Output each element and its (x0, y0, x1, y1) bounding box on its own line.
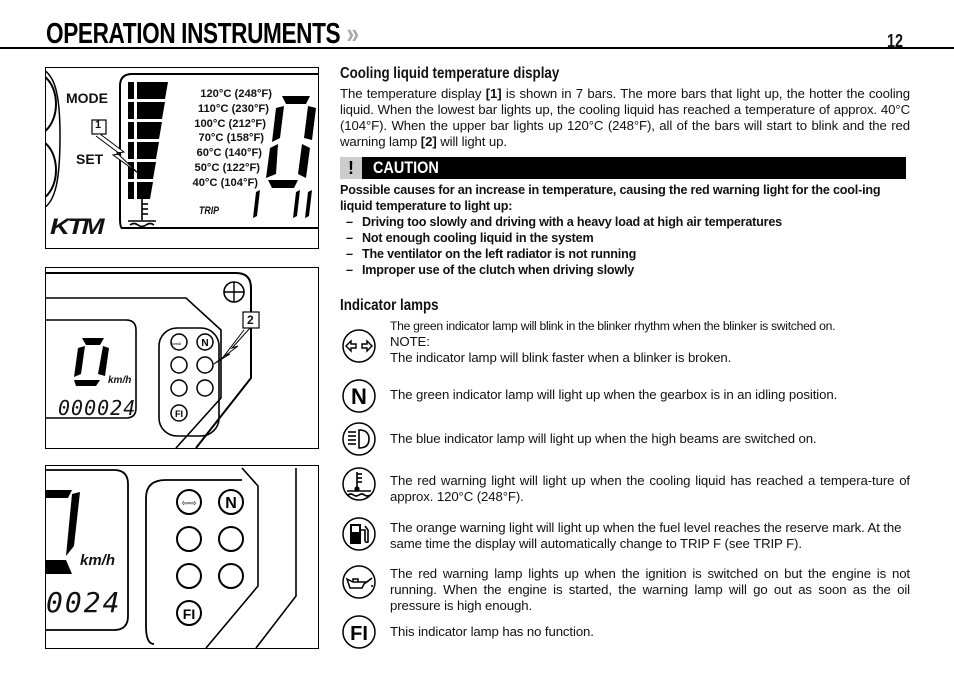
svg-text:⇦⇨: ⇦⇨ (170, 341, 182, 348)
svg-text:FI: FI (350, 623, 368, 645)
temp-label: 60°C (140°F) (196, 147, 262, 160)
figure-indicator-cluster: ⇦⇨ N FI km/h 000024 2 (45, 267, 319, 449)
set-button-label: SET (76, 151, 104, 167)
ktm-logo: KTM (50, 214, 105, 239)
odometer: 000024 (58, 396, 137, 420)
warning-icon: ! (340, 157, 362, 179)
caution-body: Possible causes for an increase in tempe… (340, 182, 910, 278)
figure-indicator-lamps-detail: ⇦⇨ N FI km/h 0024 (45, 465, 319, 649)
ref-1: [1] (485, 86, 502, 101)
coolant-temperature-icon (342, 467, 376, 501)
svg-text:N: N (225, 495, 237, 512)
callout-2: 2 (247, 313, 254, 327)
caution-item: Improper use of the clutch when driving … (340, 262, 910, 278)
caution-item: Driving too slowly and driving with a he… (340, 214, 910, 230)
page-number: 12 (887, 31, 904, 51)
caution-intro: Possible causes for an increase in tempe… (340, 183, 881, 213)
lamp-text: The red warning lamp lights up when the … (390, 566, 910, 613)
temperature-scale: 120°C (248°F) 110°C (230°F) 100°C (212°F… (166, 87, 272, 191)
caution-list: Driving too slowly and driving with a he… (340, 214, 910, 278)
lamp-text: The indicator lamp will blink faster whe… (390, 350, 732, 365)
caution-label: CAUTION (373, 158, 439, 177)
high-beam-icon (342, 422, 376, 456)
indicator-heading-wrap: Indicator lamps (340, 297, 910, 315)
lamp-text: The green indicator lamp will blink in t… (390, 319, 836, 333)
lamp-note-label: NOTE: (390, 334, 430, 349)
lamp-text: The red warning light will light up when… (390, 473, 910, 504)
text: The temperature display (340, 86, 486, 101)
lamp-text: The orange warning light will light up w… (390, 520, 902, 551)
header-rule (0, 47, 954, 49)
svg-text:⇦⇨: ⇦⇨ (181, 498, 197, 508)
odometer: 0024 (46, 586, 122, 619)
speed-unit: km/h (80, 552, 116, 569)
chevron-icon: » (346, 18, 359, 50)
lamp-text: This indicator lamp has no function. (390, 624, 594, 639)
text: will light up. (436, 134, 507, 149)
temp-label: 120°C (248°F) (200, 88, 272, 100)
neutral-icon: N (342, 379, 376, 413)
cooling-section: Cooling liquid temperature display The t… (340, 65, 910, 150)
figure-temperature-display: MODE SET 1 TRIP KTM 120°C (248°F) 110°C … (45, 67, 319, 249)
svg-text:N: N (351, 384, 367, 409)
cooling-heading: Cooling liquid temperature display (340, 65, 560, 82)
svg-text:FI: FI (175, 409, 183, 419)
svg-text:N: N (201, 338, 208, 349)
speed-unit: km/h (108, 375, 132, 386)
ref-2: [2] (420, 134, 437, 149)
lamp-text: The green indicator lamp will light up w… (390, 387, 838, 402)
text: is shown in 7 bars. The more bars that l… (340, 86, 910, 149)
caution-item: The ventilator on the left radiator is n… (340, 246, 910, 262)
indicator-heading: Indicator lamps (340, 297, 439, 314)
caution-item: Not enough cooling liquid in the system (340, 230, 910, 246)
trip-label: TRIP (199, 205, 220, 217)
fi-icon: FI (342, 615, 376, 649)
temp-label: 70°C (158°F) (198, 132, 264, 145)
blinker-icon (342, 329, 376, 363)
lamp-text: The blue indicator lamp will light up wh… (390, 431, 817, 446)
page-title: OPERATION INSTRUMENTS» (46, 18, 359, 51)
temp-label: 40°C (104°F) (192, 176, 258, 189)
temp-label: 110°C (230°F) (197, 102, 269, 115)
temp-label: 100°C (212°F) (194, 117, 266, 130)
cooling-paragraph: The temperature display [1] is shown in … (340, 86, 910, 150)
mode-button-label: MODE (66, 90, 108, 106)
oil-pressure-icon (342, 565, 376, 599)
svg-text:FI: FI (183, 606, 195, 622)
fuel-icon (342, 517, 376, 551)
page-title-text: OPERATION INSTRUMENTS (46, 18, 341, 50)
caution-banner: ! CAUTION (340, 157, 906, 179)
callout-1: 1 (95, 119, 102, 131)
temp-label: 50°C (122°F) (194, 161, 260, 174)
